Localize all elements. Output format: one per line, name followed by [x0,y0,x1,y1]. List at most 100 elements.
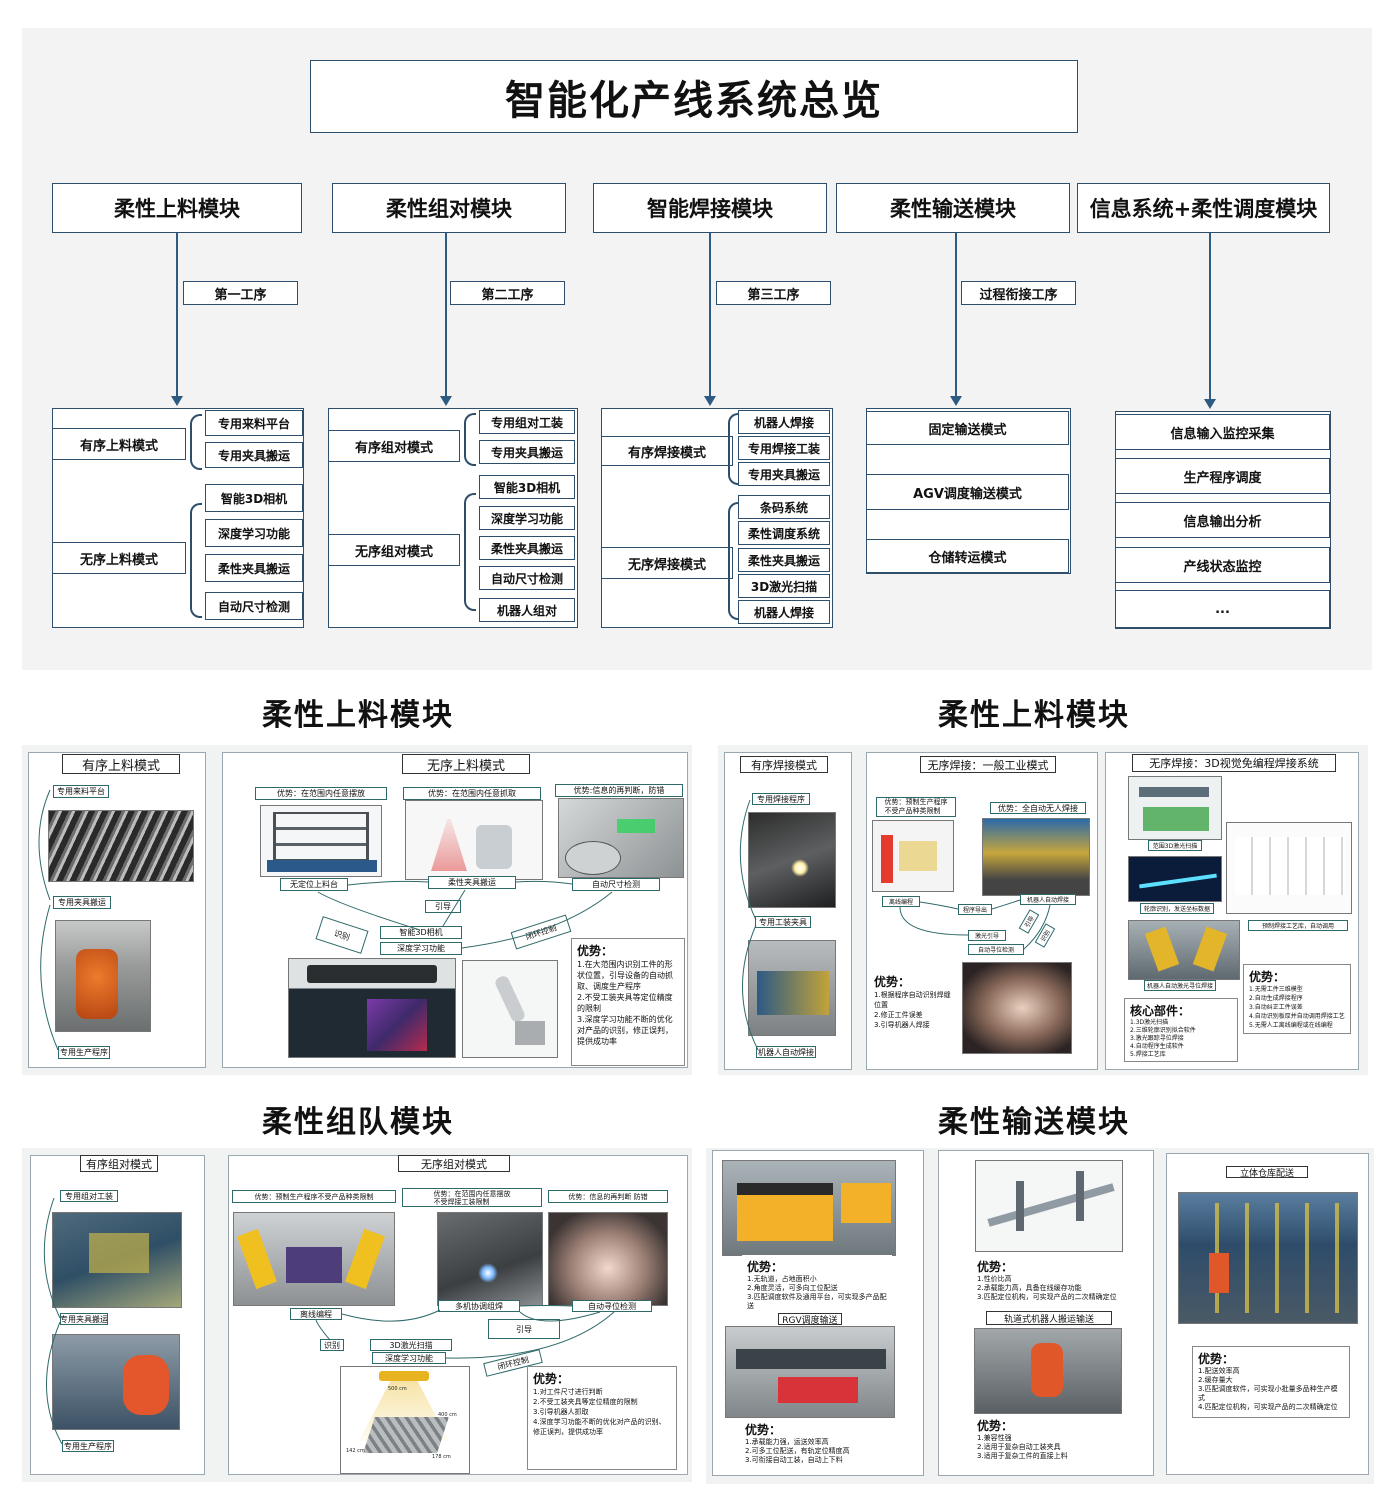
conveying-rail-photo [974,1328,1122,1414]
loading-ordered-title: 有序上料模式 [62,754,180,774]
assembly-adv-tag-1: 优势：预制生产程序不受产品种类限制 [232,1190,396,1203]
loading-unordered-title: 无序上料模式 [402,754,530,774]
welding-ordered-label-3: 机器人自动焊接 [756,1046,816,1058]
assembly-flow-recognize: 识别 [320,1339,344,1351]
loading-advantage-box: 优势： 1.在大范围内识别工件的形状位置，引导设备的自动抓取、调度生产程序 2.… [571,938,685,1066]
module-2-group-2-item-1: 智能3D相机 [479,475,575,499]
assembly-fixture-photo [52,1212,182,1308]
loading-flow-gripper: 柔性夹具搬运 [428,876,516,889]
module-1-group-2-item-1: 智能3D相机 [205,484,303,512]
module-step-1: 第一工序 [183,281,298,305]
welding-flow-laser: 激光引导 [968,930,1006,941]
assembly-flow-learning: 深度学习功能 [372,1352,446,1364]
module-1-group-2: 无序上料模式 [52,542,186,574]
welding-vision-tag-4: 机器人自动激光寻位焊接 [1144,980,1216,991]
assembly-flow-multi: 多机协调组焊 [438,1300,520,1312]
assembly-robots-render [233,1212,395,1306]
module-3-group-2-item-1: 条码系统 [738,495,830,519]
loading-adv-tag-3: 优势:信息的再判断，防错 [555,784,683,797]
welding-vision-contour [1128,856,1222,902]
module-1-brace-2 [190,503,202,618]
module-4-mode-2: AGV调度输送模式 [866,474,1069,510]
module-connector-1 [176,233,178,396]
module-3-group-1: 有序焊接模式 [601,436,733,466]
conveying-warehouse-photo [1178,1192,1358,1324]
welding-general-tag-2: 优势：全自动无人焊接 [990,802,1086,814]
welding-general-title: 无序焊接：一般工业模式 [920,756,1056,773]
module-4-mode-3: 仓储转运模式 [866,539,1069,573]
assembly-advantage-box: 优势： 1.对工件尺寸进行判断 2.不受工装夹具等定位精度的限制 3.引导机器人… [527,1366,677,1470]
conveying-agv-photo [722,1160,896,1256]
module-2-group-2-item-2: 深度学习功能 [479,506,575,530]
assembly-flow-offline: 离线编程 [290,1308,342,1320]
module-arrow-5 [1204,399,1216,409]
assembly-unordered-title: 无序组对模式 [398,1155,510,1172]
module-connector-2 [445,233,447,396]
module-5-mode-4: 产线状态监控 [1115,547,1330,583]
module-1-group-2-item-3: 柔性夹具搬运 [205,554,303,582]
assembly-dim-top: 500 cm [388,1386,407,1392]
section-title-assembly: 柔性组队模块 [262,1105,454,1140]
loading-rack-photo [48,810,194,882]
module-arrow-1 [171,396,183,406]
module-1-group-1: 有序上料模式 [52,428,186,460]
loading-adv-tag-2: 优势：在范围内任意抓取 [403,787,541,800]
assembly-weld-photo [437,1212,543,1306]
conveying-rgv-advantage: 优势： 1.承载能力强，运送效率高 2.可多工位配送，有轨定位精度高 3.可衔接… [740,1418,890,1470]
welding-general-advantage: 优势： 1.根据程序自动识别焊缝位置 2.修正工件误差 3.引导机器人焊接 [869,970,957,1066]
loading-flow-inspect: 自动尺寸检测 [572,878,660,891]
welding-flow-auto: 机器人自动焊接 [1020,894,1076,905]
module-2-group-1-item-2: 专用夹具搬运 [479,440,575,464]
module-5-mode-5: ... [1115,590,1330,628]
assembly-flow-laser: 3D激光扫描 [370,1339,452,1351]
module-2-brace-1 [464,413,476,466]
module-connector-3 [709,233,711,396]
module-4-mode-1: 固定输送模式 [866,411,1069,445]
welding-ordered-title: 有序焊接模式 [740,756,828,773]
loading-robot-photo [55,920,151,1032]
welding-fixture-photo [748,940,836,1036]
welding-torch-photo [748,812,836,908]
assembly-scan-render [340,1366,470,1474]
module-arrow-4 [950,396,962,406]
conveying-warehouse-advantage: 优势： 1.配送效率高 2.缓存量大 3.匹配调度软件，可实现小批量多品种生产模… [1192,1346,1350,1418]
welding-vision-scan-render [1128,776,1222,840]
module-1-group-1-item-2: 专用夹具搬运 [205,442,303,468]
module-3-group-2-item-4: 3D激光扫描 [738,574,830,598]
module-header-1: 柔性上料模块 [52,183,302,233]
module-header-5: 信息系统+柔性调度模块 [1077,183,1330,233]
assembly-adv-tag-3: 优势：信息的再判断 防错 [548,1190,668,1203]
assembly-dim-left: 142 cm [346,1448,365,1454]
module-header-4: 柔性输送模块 [836,183,1070,233]
loading-ordered-label-2: 专用夹具搬运 [53,896,111,909]
conveying-warehouse-title: 立体仓库配送 [1226,1166,1308,1179]
assembly-ordered-label-1: 专用组对工装 [60,1190,118,1202]
welding-vision-robot [1128,920,1240,980]
module-connector-5 [1209,233,1211,399]
module-step-2: 第二工序 [450,281,565,305]
module-arrow-2 [440,396,452,406]
loading-flow-camera: 智能3D相机 [380,926,462,939]
welding-station-render [872,820,954,892]
welding-vision-tag-3: 预制焊接工艺库，自动调用 [1248,920,1348,931]
loading-cart-image [260,805,382,877]
module-3-group-1-item-3: 专用夹具搬运 [738,462,830,486]
module-connector-4 [955,233,957,396]
module-header-2: 柔性组对模块 [332,183,566,233]
loading-robot-arm-image [462,960,558,1058]
module-2-group-2-item-3: 柔性夹具搬运 [479,536,575,560]
welding-vision-core: 核心部件： 1.3D激光扫描 2.三维轮廓识别拟合软件 3.激光跟踪寻位焊接 4… [1124,998,1238,1062]
module-3-group-2-item-5: 机器人焊接 [738,600,830,624]
module-3-group-2-item-3: 柔性夹具搬运 [738,548,830,572]
loading-ordered-label-1: 专用来料平台 [53,785,109,798]
module-2-group-1-item-1: 专用组对工装 [479,410,575,434]
conveying-rgv-photo [725,1326,895,1418]
loading-camera-device [288,958,456,1058]
assembly-ordered-title: 有序组对模式 [80,1155,158,1172]
module-5-mode-1: 信息输入监控采集 [1115,414,1330,450]
assembly-adv-tag-2: 优势：在范围内任意摆放 不受焊接工装限制 [402,1188,542,1207]
assembly-gripper-photo [52,1334,180,1430]
